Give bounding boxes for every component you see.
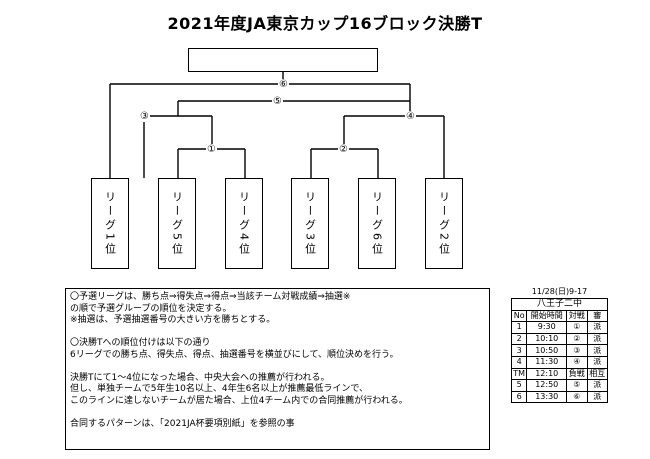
team-label: リーグ6位	[370, 190, 384, 257]
note-line: 但し、単独チームで5年生10名以上、4年生6名以上が推薦最低ラインで、	[70, 384, 369, 394]
table-cell: 派	[586, 390, 609, 404]
table-cell: 5	[510, 379, 528, 392]
schedule-venue-row: 八王子二中	[511, 298, 608, 311]
table-cell: 4	[510, 355, 528, 369]
team-box-league-2: リーグ2位	[425, 178, 463, 269]
table-cell: 12:10	[526, 367, 568, 381]
team-label: リーグ3位	[303, 190, 317, 257]
table-cell: ④	[566, 355, 588, 369]
table-row: 3 10:50 ③ 派	[510, 344, 609, 357]
match-label-6: ⑥	[278, 79, 289, 90]
table-cell: 10:50	[526, 344, 568, 357]
table-row: 4 11:30 ④ 派	[510, 355, 609, 369]
note-line: の順で予選グループの順位を決定する。	[70, 303, 232, 314]
table-cell: 10:10	[526, 332, 568, 346]
match-label-5: ⑤	[272, 96, 283, 107]
table-cell: 派	[586, 379, 609, 392]
table-row: 5 12:50 ⑤ 派	[510, 379, 609, 392]
table-cell: 11:30	[526, 355, 568, 369]
schedule-table: 八王子二中 No 開始時間 対戦 審 1 9:30 ① 派 2 10:10 ② …	[510, 298, 609, 404]
table-cell: 派	[586, 321, 609, 334]
table-cell: 3	[510, 344, 528, 357]
team-box-league-5: リーグ5位	[158, 178, 196, 269]
table-cell: 12:50	[526, 379, 568, 392]
note-line: 〇決勝Tへの順位付けは以下の通り	[70, 338, 211, 348]
table-row: 6 13:30 ⑥ 派	[510, 390, 609, 404]
note-spacer	[70, 327, 485, 339]
note-line: ※抽選は、予選抽選番号の大きい方を勝ちとする。	[70, 315, 276, 325]
table-cell: 1	[510, 321, 528, 334]
match-label-1: ①	[206, 144, 217, 155]
header-cell: 対戦	[566, 309, 588, 323]
note-spacer	[70, 361, 485, 373]
schedule-date: 11/28(日)9-17	[531, 287, 588, 296]
table-cell: 2	[510, 332, 528, 346]
note-line: 6リーグでの勝ち点、得失点、得点、抽選番号を横並びにして、順位決めを行う。	[70, 349, 399, 360]
table-cell: TM	[510, 367, 528, 381]
note-line: 〇予選リーグは、勝ち点⇒得失点⇒得点⇒当該チーム対戦成績⇒抽選※	[70, 292, 351, 302]
match-label-3: ③	[139, 111, 150, 122]
team-box-league-6: リーグ6位	[358, 178, 396, 269]
table-row: 2 10:10 ② 派	[510, 332, 609, 346]
team-label: リーグ2位	[437, 190, 451, 257]
table-cell: 派	[586, 344, 609, 357]
note-line: 決勝Tにて1～4位になった場合、中央大会への推薦が行われる。	[70, 372, 330, 383]
header-cell: No	[510, 309, 528, 323]
table-row: TM 12:10 負戦 相互	[510, 367, 609, 381]
team-label: リーグ4位	[237, 190, 251, 257]
schedule-venue: 八王子二中	[511, 298, 608, 311]
schedule-header-row: No 開始時間 対戦 審	[510, 309, 609, 323]
rules-notes: 〇予選リーグは、勝ち点⇒得失点⇒得点⇒当該チーム対戦成績⇒抽選※ の順で予選グル…	[65, 288, 490, 450]
note-spacer	[70, 407, 485, 419]
team-label: リーグ1位	[103, 190, 117, 257]
table-cell: ③	[566, 344, 588, 357]
match-label-4: ④	[405, 111, 416, 122]
winner-box	[188, 48, 378, 72]
header-cell: 審	[586, 309, 609, 323]
table-cell: 派	[586, 355, 609, 369]
table-cell: ⑥	[566, 390, 588, 404]
table-row: 1 9:30 ① 派	[510, 321, 609, 334]
note-line: このラインに達しないチームが居た場合、上位4チーム内での合同推薦が行われる。	[70, 395, 408, 406]
team-box-league-4: リーグ4位	[225, 178, 263, 269]
note-line: 合同するパターンは、「2021JA杯要項別紙」を参照の事	[70, 418, 295, 429]
team-box-league-3: リーグ3位	[291, 178, 329, 269]
header-cell: 開始時間	[526, 309, 568, 323]
table-cell: ②	[566, 332, 588, 346]
table-cell: 相互	[586, 367, 609, 381]
table-cell: 9:30	[526, 321, 568, 334]
page-title: 2021年度JA東京カップ16ブロック決勝T	[167, 14, 483, 33]
table-cell: 13:30	[526, 390, 568, 404]
table-cell: 負戦	[566, 367, 588, 381]
table-cell: 派	[586, 332, 609, 346]
match-label-2: ②	[338, 144, 349, 155]
team-box-league-1: リーグ1位	[91, 178, 129, 269]
table-cell: ①	[566, 321, 588, 334]
table-cell: ⑤	[566, 379, 588, 392]
table-cell: 6	[510, 390, 528, 404]
team-label: リーグ5位	[170, 190, 184, 257]
